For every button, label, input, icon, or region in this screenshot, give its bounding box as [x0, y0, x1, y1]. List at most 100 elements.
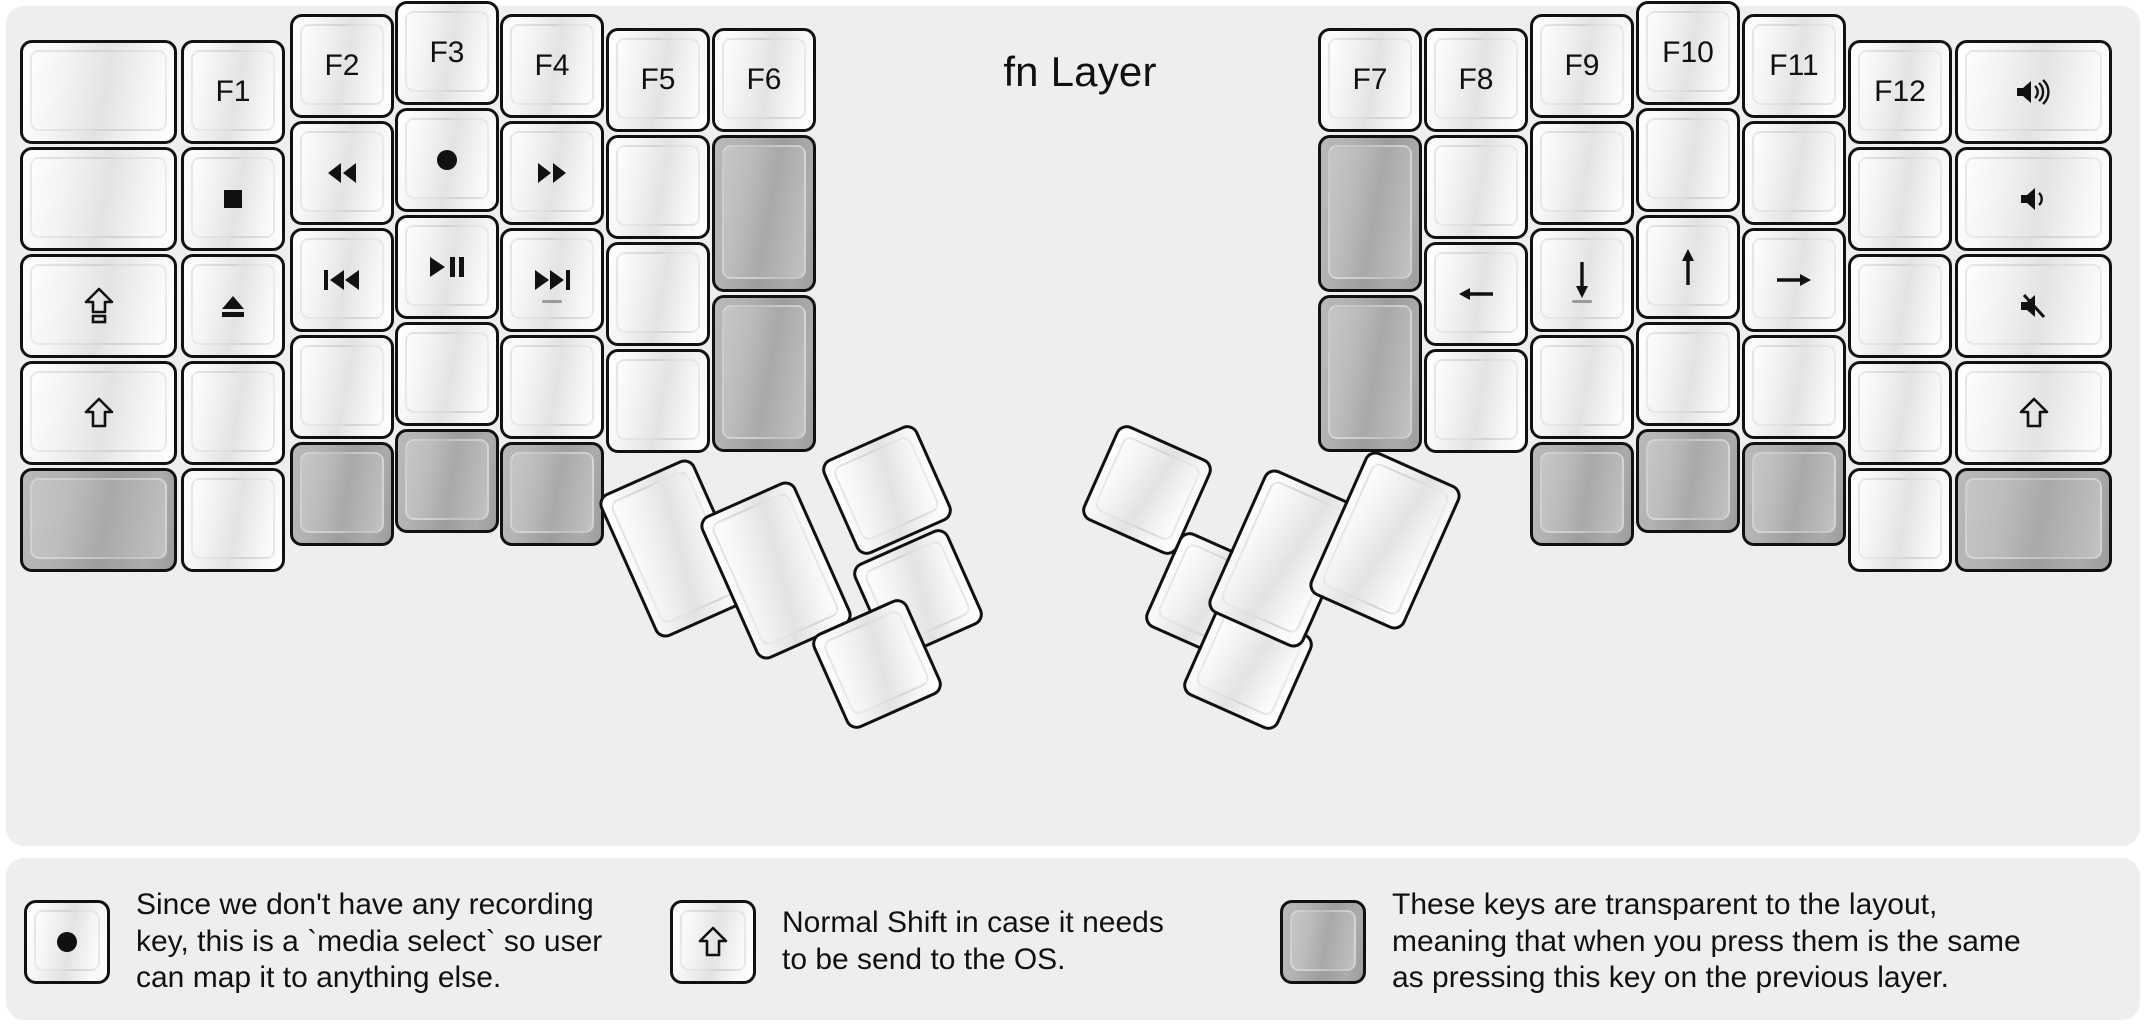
keycap-surface — [821, 608, 932, 717]
keycap-surface — [1752, 238, 1836, 319]
arrow-up-icon — [1675, 246, 1701, 288]
keycap-surface — [1434, 252, 1518, 333]
key-media-stop[interactable] — [181, 147, 285, 251]
key-transparent-tall-1[interactable] — [712, 135, 816, 292]
legend-record-description: Since we don't have any recording key, t… — [136, 888, 603, 995]
key-volume-up[interactable] — [1955, 40, 2112, 144]
key-transparent-2[interactable] — [290, 442, 394, 546]
key-blank-8[interactable] — [606, 135, 710, 239]
legend-record-key[interactable] — [24, 900, 110, 984]
key-blank-2[interactable] — [20, 147, 177, 251]
legend-shift: Normal Shift in case it needs to be send… — [670, 888, 1164, 996]
key-blank-15[interactable] — [1636, 108, 1740, 212]
key-media-prev-track[interactable] — [290, 228, 394, 332]
keycap-surface — [191, 50, 275, 131]
key-blank-10[interactable] — [606, 349, 710, 453]
key-f10[interactable]: F10 — [1636, 1, 1740, 105]
key-label: F3 — [429, 36, 465, 69]
keycap-surface — [405, 439, 489, 520]
key-media-eject[interactable] — [181, 254, 285, 358]
key-transparent-tall-3[interactable] — [1318, 135, 1422, 292]
key-label: F5 — [640, 63, 676, 96]
key-transparent-1[interactable] — [20, 468, 177, 572]
key-blank-1[interactable] — [20, 40, 177, 144]
key-label: F4 — [534, 49, 570, 82]
key-f2[interactable]: F2 — [290, 14, 394, 118]
key-blank-19[interactable] — [1848, 147, 1952, 251]
legend-record: Since we don't have any recording key, t… — [24, 888, 602, 996]
key-arrow-right[interactable] — [1742, 228, 1846, 332]
key-blank-17[interactable] — [1742, 121, 1846, 225]
key-f9[interactable]: F9 — [1530, 14, 1634, 118]
key-f11[interactable]: F11 — [1742, 14, 1846, 118]
key-media-rewind[interactable] — [290, 121, 394, 225]
key-blank-21[interactable] — [1848, 361, 1952, 465]
keycap-surface — [1858, 371, 1942, 452]
keycap-surface — [300, 24, 384, 105]
keycap-surface — [1540, 238, 1624, 319]
keycap-surface — [1092, 434, 1203, 543]
key-transparent-8[interactable] — [1955, 468, 2112, 572]
key-blank-22[interactable] — [1848, 468, 1952, 572]
key-blank-13[interactable] — [1530, 121, 1634, 225]
key-f5[interactable]: F5 — [606, 28, 710, 132]
key-blank-6[interactable] — [395, 322, 499, 426]
key-volume-down[interactable] — [1955, 147, 2112, 251]
legend-transparent-key[interactable] — [1280, 900, 1366, 984]
key-blank-12[interactable] — [1424, 349, 1528, 453]
key-transparent-3[interactable] — [395, 429, 499, 533]
key-f3[interactable]: F3 — [395, 1, 499, 105]
key-media-play-pause[interactable] — [395, 215, 499, 319]
key-blank-14[interactable] — [1530, 335, 1634, 439]
key-f6[interactable]: F6 — [712, 28, 816, 132]
key-f1[interactable]: F1 — [181, 40, 285, 144]
eject-icon — [217, 292, 249, 320]
key-blank-20[interactable] — [1848, 254, 1952, 358]
volume-mute-icon — [2017, 291, 2051, 321]
key-transparent-4[interactable] — [500, 442, 604, 546]
key-caps-lock[interactable] — [20, 254, 177, 358]
shift-icon — [84, 396, 114, 430]
key-media-fast-forward[interactable] — [500, 121, 604, 225]
fast-forward-icon — [532, 160, 572, 186]
keycap-surface — [510, 131, 594, 212]
key-volume-mute[interactable] — [1955, 254, 2112, 358]
key-media-next-track[interactable] — [500, 228, 604, 332]
key-blank-9[interactable] — [606, 242, 710, 346]
legend-shift-key[interactable] — [670, 900, 756, 984]
key-blank-3[interactable] — [181, 361, 285, 465]
key-blank-11[interactable] — [1424, 135, 1528, 239]
page-title: fn Layer — [1003, 48, 1157, 95]
keycap-surface — [1646, 118, 1730, 199]
key-blank-18[interactable] — [1742, 335, 1846, 439]
keycap-surface — [1290, 910, 1356, 971]
keycap-surface — [405, 11, 489, 92]
keycap-surface — [510, 24, 594, 105]
key-label: F9 — [1564, 49, 1600, 82]
key-transparent-5[interactable] — [1530, 442, 1634, 546]
key-f8[interactable]: F8 — [1424, 28, 1528, 132]
keycap-surface — [680, 910, 746, 971]
key-blank-7[interactable] — [500, 335, 604, 439]
key-shift[interactable] — [20, 361, 177, 465]
key-arrow-left[interactable] — [1424, 242, 1528, 346]
key-shift-right[interactable] — [1955, 361, 2112, 465]
key-blank-16[interactable] — [1636, 322, 1740, 426]
key-label: F6 — [746, 63, 782, 96]
keycap-surface — [510, 345, 594, 426]
keycap-surface — [1328, 145, 1412, 279]
key-media-record[interactable] — [395, 108, 499, 212]
key-transparent-6[interactable] — [1636, 429, 1740, 533]
key-blank-5[interactable] — [290, 335, 394, 439]
key-transparent-tall-2[interactable] — [712, 295, 816, 452]
key-f4[interactable]: F4 — [500, 14, 604, 118]
key-arrow-down[interactable] — [1530, 228, 1634, 332]
key-arrow-up[interactable] — [1636, 215, 1740, 319]
key-transparent-7[interactable] — [1742, 442, 1846, 546]
key-blank-4[interactable] — [181, 468, 285, 572]
keycap-surface — [510, 238, 594, 319]
rewind-icon — [322, 160, 362, 186]
key-f12[interactable]: F12 — [1848, 40, 1952, 144]
key-f7[interactable]: F7 — [1318, 28, 1422, 132]
key-transparent-tall-4[interactable] — [1318, 295, 1422, 452]
